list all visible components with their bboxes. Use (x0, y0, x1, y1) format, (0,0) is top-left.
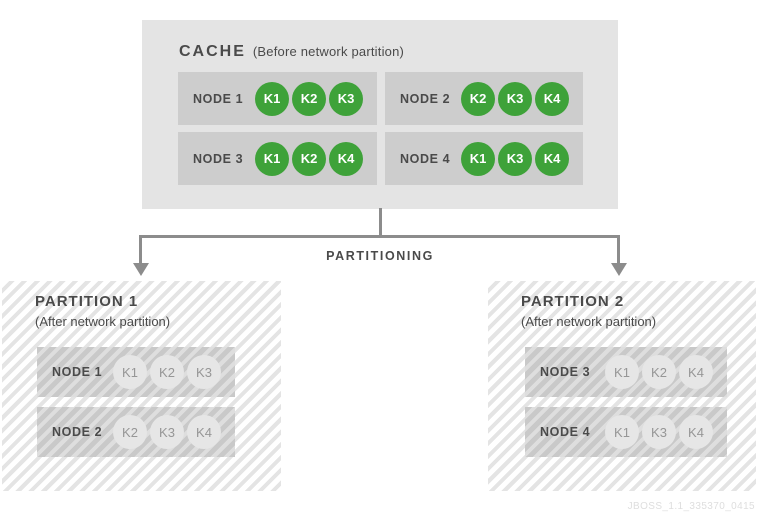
cache-title: CACHE (179, 43, 246, 60)
watermark: JBOSS_1.1_335370_0415 (627, 501, 755, 512)
partition-2-node-3-row: NODE 3 K1 K2 K4 (525, 347, 727, 397)
partition-1-box: PARTITION 1 (After network partition) NO… (2, 281, 281, 491)
key-group: K1 K2 K3 (113, 355, 221, 389)
key-group: K2 K3 K4 (461, 81, 569, 116)
key-circle: K3 (187, 355, 221, 389)
connector-line-left (139, 235, 142, 264)
partition-2-node-4-row: NODE 4 K1 K3 K4 (525, 407, 727, 457)
key-circle: K2 (113, 415, 147, 449)
partition-2-box: PARTITION 2 (After network partition) NO… (488, 281, 756, 491)
arrow-down-icon (611, 263, 627, 276)
key-circle: K3 (498, 81, 532, 116)
key-circle: K2 (642, 355, 676, 389)
key-group: K1 K2 K3 (255, 81, 363, 116)
partition-1-node-2-row: NODE 2 K2 K3 K4 (37, 407, 235, 457)
partition-2-subtitle: (After network partition) (521, 314, 657, 329)
key-circle: K3 (498, 141, 532, 176)
connector-line-horizontal (139, 235, 620, 238)
key-circle: K4 (329, 141, 363, 176)
key-circle: K4 (679, 415, 713, 449)
key-circle: K3 (642, 415, 676, 449)
key-group: K2 K3 K4 (113, 415, 221, 449)
partition-1-subtitle: (After network partition) (35, 314, 171, 329)
key-circle: K1 (255, 81, 289, 116)
cache-title-row: CACHE (Before network partition) (179, 43, 404, 61)
cache-node-2-row: NODE 2 K2 K3 K4 (385, 72, 583, 125)
key-circle: K1 (461, 141, 495, 176)
cache-node-grid: NODE 1 K1 K2 K3 NODE 2 K2 K3 K4 NODE 3 (178, 72, 583, 185)
key-group: K1 K3 K4 (461, 141, 569, 176)
cache-box: CACHE (Before network partition) NODE 1 K… (142, 20, 618, 209)
key-circle: K3 (150, 415, 184, 449)
key-circle: K2 (150, 355, 184, 389)
key-circle: K2 (292, 141, 326, 176)
connector-line-vertical (379, 208, 382, 238)
partition-1-node-1-row: NODE 1 K1 K2 K3 (37, 347, 235, 397)
node-label: NODE 1 (52, 365, 103, 379)
partitioning-label: PARTITIONING (326, 249, 434, 263)
cache-subtitle: (Before network partition) (252, 44, 405, 59)
key-circle: K4 (187, 415, 221, 449)
key-circle: K1 (255, 141, 289, 176)
key-group: K1 K3 K4 (605, 415, 713, 449)
node-label: NODE 3 (193, 151, 244, 166)
cache-node-3-row: NODE 3 K1 K2 K4 (178, 132, 377, 185)
key-circle: K2 (461, 81, 495, 116)
node-label: NODE 2 (400, 91, 451, 106)
key-group: K1 K2 K4 (605, 355, 713, 389)
key-circle: K2 (292, 81, 326, 116)
connector-line-right (617, 235, 620, 264)
node-label: NODE 2 (52, 425, 103, 439)
key-circle: K1 (113, 355, 147, 389)
key-circle: K1 (605, 415, 639, 449)
partition-2-title: PARTITION 2 (521, 293, 625, 310)
key-circle: K3 (329, 81, 363, 116)
cache-node-1-row: NODE 1 K1 K2 K3 (178, 72, 377, 125)
key-circle: K1 (605, 355, 639, 389)
node-label: NODE 4 (540, 425, 591, 439)
key-circle: K4 (535, 81, 569, 116)
node-label: NODE 1 (193, 91, 244, 106)
key-circle: K4 (535, 141, 569, 176)
key-group: K1 K2 K4 (255, 141, 363, 176)
key-circle: K4 (679, 355, 713, 389)
partition-1-title: PARTITION 1 (35, 293, 139, 310)
cache-node-4-row: NODE 4 K1 K3 K4 (385, 132, 583, 185)
node-label: NODE 4 (400, 151, 451, 166)
node-label: NODE 3 (540, 365, 591, 379)
arrow-down-icon (133, 263, 149, 276)
